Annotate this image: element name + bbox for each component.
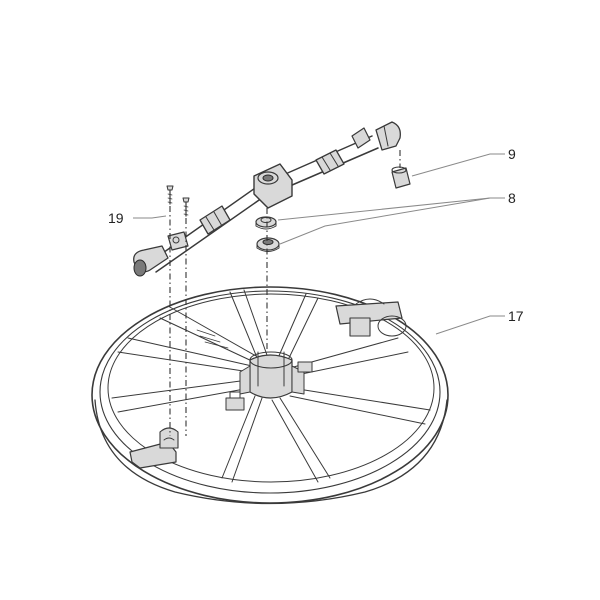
screw-left — [166, 185, 174, 205]
base-plate — [91, 286, 449, 505]
part-19-screws — [166, 185, 190, 217]
assembly-centerlines — [169, 150, 401, 436]
spray-arm-left-elbow — [133, 245, 169, 277]
callout-labels: 9 8 19 17 — [108, 146, 524, 324]
spray-arm-assembly — [133, 121, 401, 277]
seal-ring-lower — [256, 237, 280, 252]
seal-ring-upper — [255, 216, 277, 230]
spray-arm-right-collar — [315, 149, 345, 175]
leader-part-19 — [133, 215, 167, 219]
base-plate-clip-right — [297, 361, 313, 373]
base-plate-left-bracket — [129, 427, 179, 469]
spray-arm-left-collar — [199, 205, 231, 235]
base-plate-right-bracket — [335, 298, 407, 337]
leader-part-9 — [411, 153, 505, 177]
base-plate-rim-lip — [99, 290, 441, 494]
leader-part-8-b — [279, 197, 491, 245]
leader-lines — [133, 153, 505, 335]
base-plate-inner-rim — [107, 293, 435, 483]
part-9-nozzle-cap — [391, 166, 411, 189]
callout-part-8: 8 — [508, 190, 516, 206]
base-plate-rim-depth — [94, 399, 448, 505]
spray-arm-left-clip — [167, 231, 189, 251]
part-8-seal-rings — [255, 216, 280, 252]
base-plate-embossed-marks — [196, 329, 229, 349]
base-plate-clip-center — [225, 391, 245, 411]
callout-part-17: 17 — [508, 308, 524, 324]
leader-part-17 — [435, 315, 505, 335]
base-plate-hub — [239, 351, 305, 399]
callout-part-19: 19 — [108, 210, 124, 226]
spray-arm-hub — [253, 163, 293, 209]
screw-right — [182, 197, 190, 217]
spray-arm-right-end — [351, 121, 401, 151]
callout-part-9: 9 — [508, 146, 516, 162]
